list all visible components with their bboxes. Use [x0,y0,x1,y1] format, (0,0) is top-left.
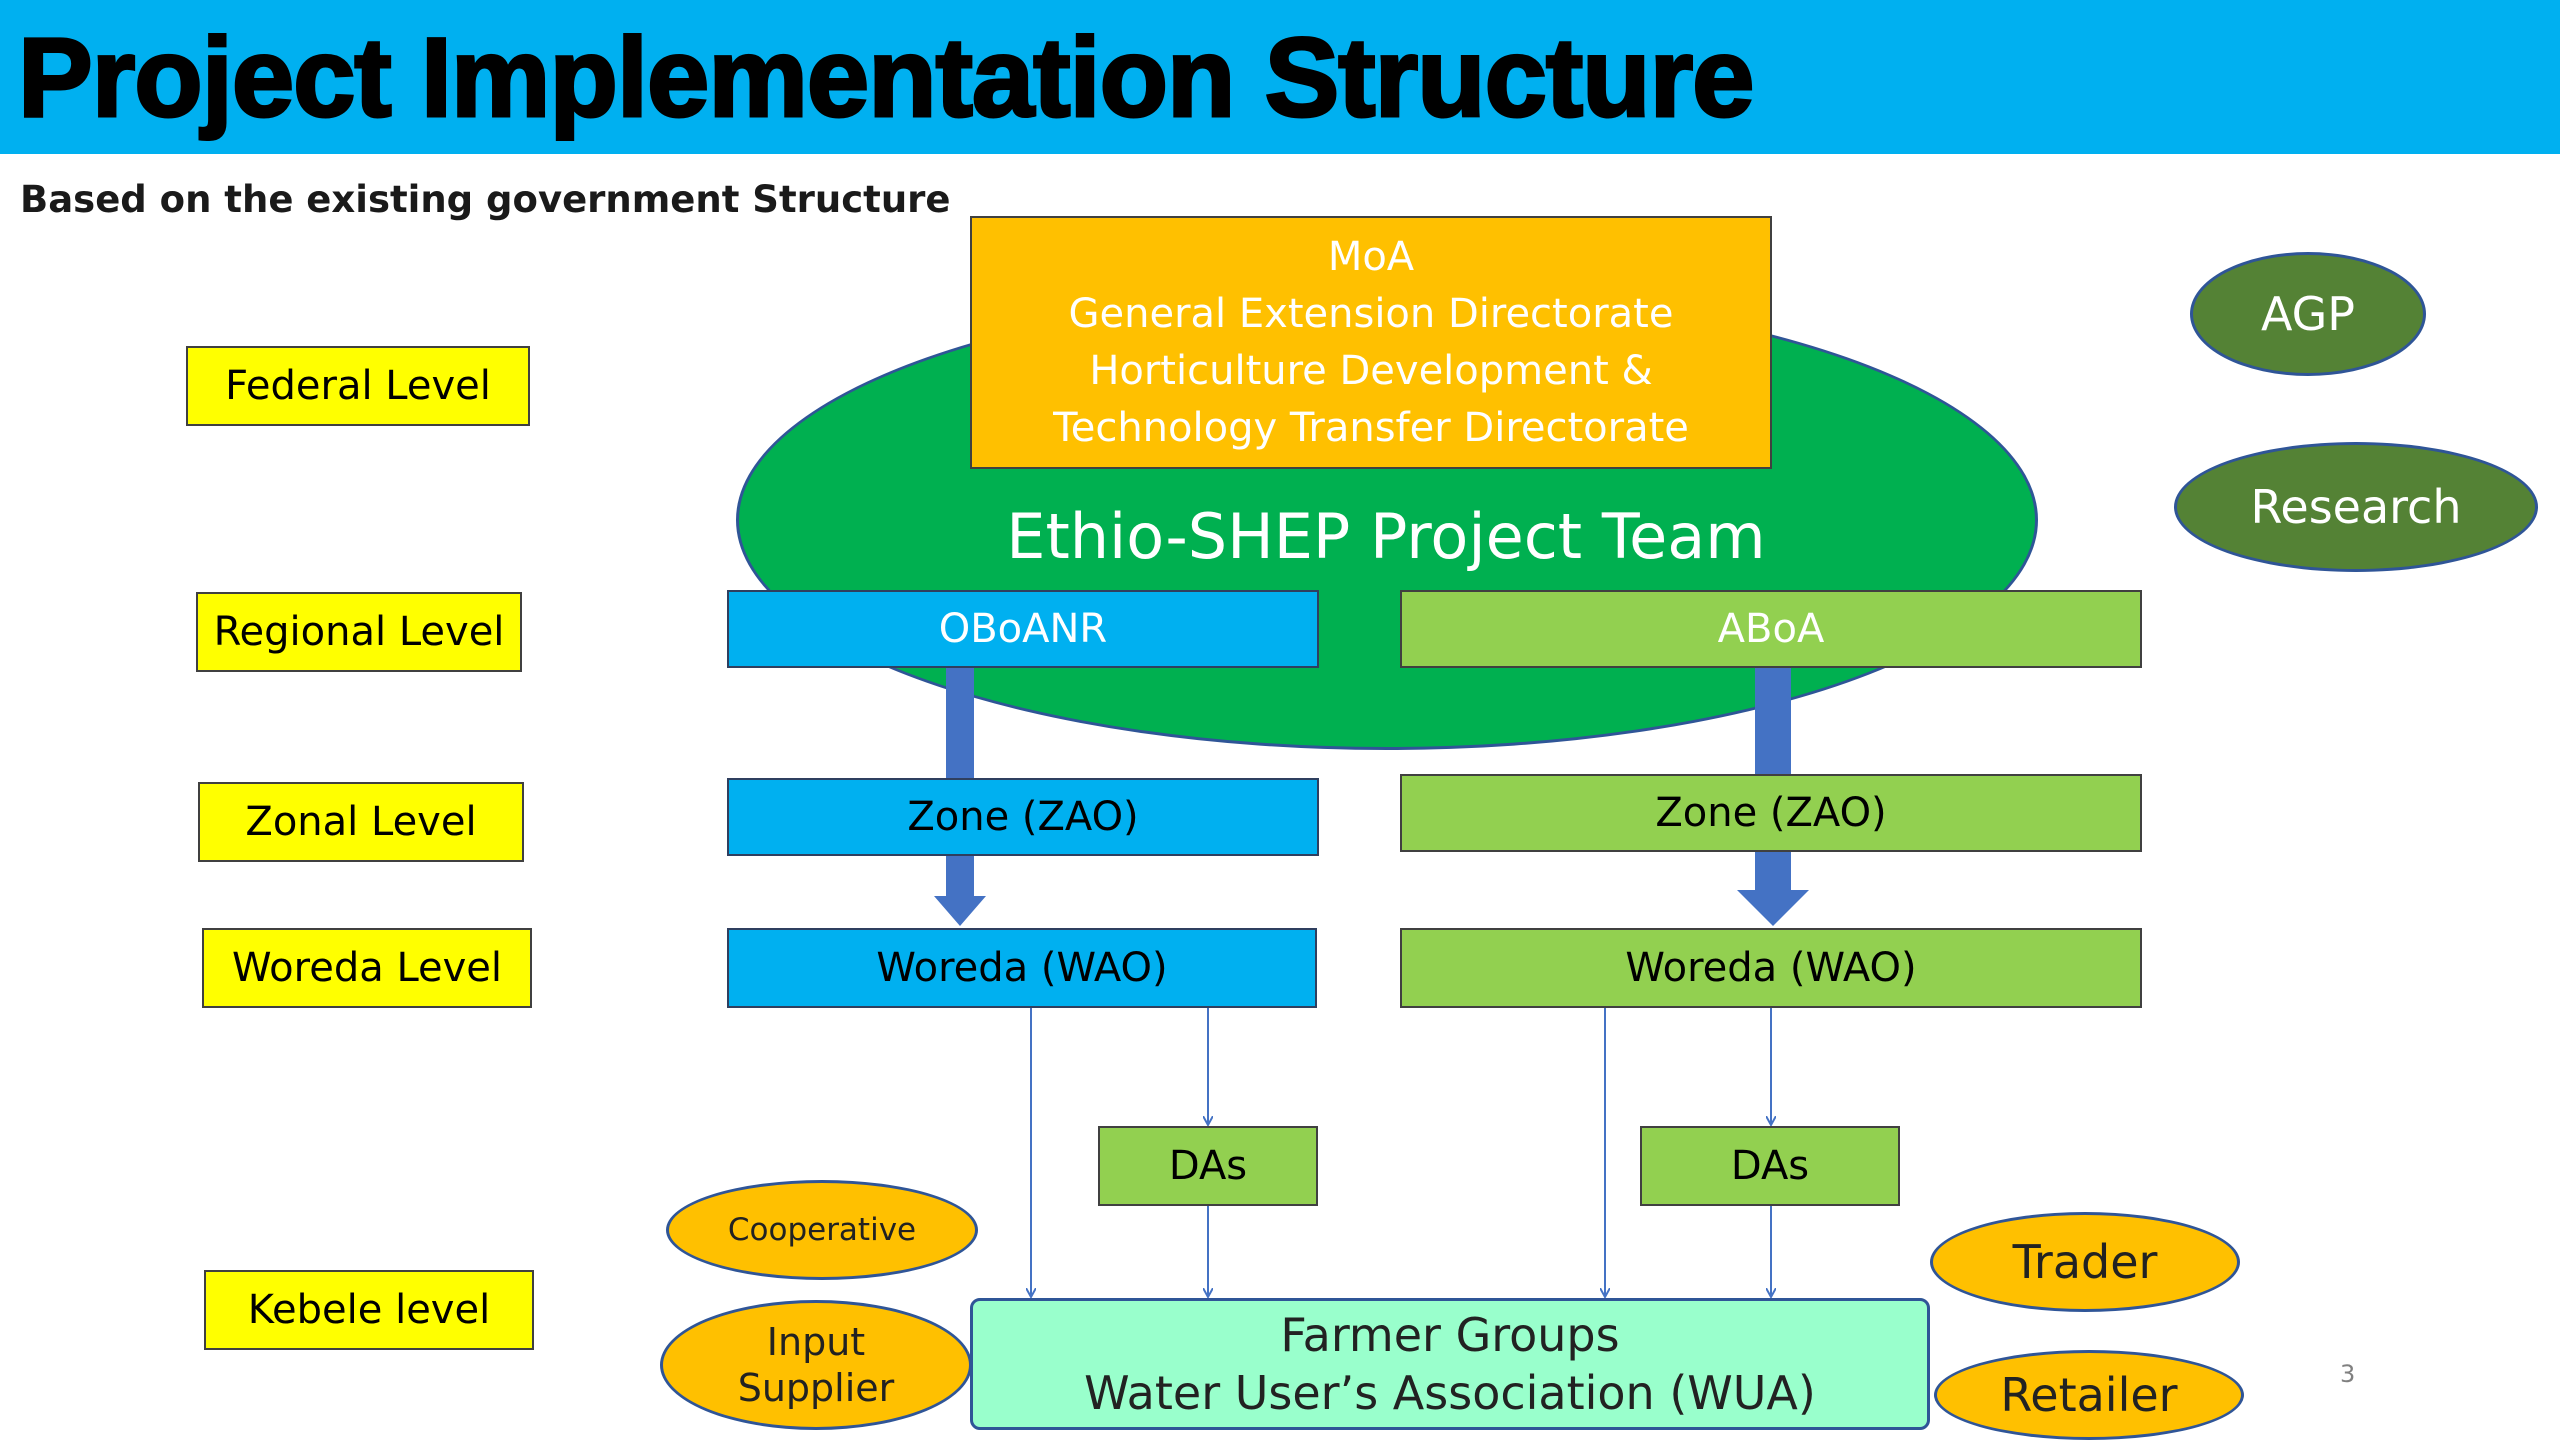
left-thick-arrow-head [934,896,986,926]
moa-line-2: General Extension Directorate [1068,290,1674,337]
level-kebele: Kebele level [204,1270,534,1350]
farmer-groups-line-2: Water User’s Association (WUA) [1084,1366,1816,1420]
right-woreda-box: Woreda (WAO) [1400,928,2142,1008]
input-supplier-line-2: Supplier [737,1366,895,1410]
input-supplier-line-1: Input [766,1320,866,1364]
moa-line-4: Technology Transfer Directorate [1053,404,1689,451]
right-thick-arrow-head [1737,890,1809,926]
page-subtitle: Based on the existing government Structu… [20,178,951,221]
level-woreda: Woreda Level [202,928,532,1008]
level-regional: Regional Level [196,592,522,672]
retailer-oval: Retailer [1934,1350,2244,1440]
left-das-box: DAs [1098,1126,1318,1206]
research-oval: Research [2174,442,2538,572]
level-federal: Federal Level [186,346,530,426]
moa-line-1: MoA [1327,233,1415,280]
project-team-label: Ethio-SHEP Project Team [1006,500,1766,573]
left-zone-box: Zone (ZAO) [727,778,1319,856]
moa-box: MoA General Extension Directorate Hortic… [970,216,1772,469]
cooperative-oval: Cooperative [666,1180,978,1280]
oboanr-box: OBoANR [727,590,1319,668]
trader-oval: Trader [1930,1212,2240,1312]
level-zonal: Zonal Level [198,782,524,862]
right-zone-box: Zone (ZAO) [1400,774,2142,852]
moa-line-3: Horticulture Development & [1089,347,1653,394]
title-banner [0,0,2560,154]
right-das-box: DAs [1640,1126,1900,1206]
aboa-box: ABoA [1400,590,2142,668]
farmer-groups-box: Farmer Groups Water User’s Association (… [970,1298,1930,1430]
input-supplier-oval: Input Supplier [660,1300,972,1430]
page-number: 3 [2340,1360,2356,1388]
left-woreda-box: Woreda (WAO) [727,928,1317,1008]
page-title: Project Implementation Structure [16,14,1755,142]
farmer-groups-line-1: Farmer Groups [1280,1308,1620,1362]
agp-oval: AGP [2190,252,2426,376]
